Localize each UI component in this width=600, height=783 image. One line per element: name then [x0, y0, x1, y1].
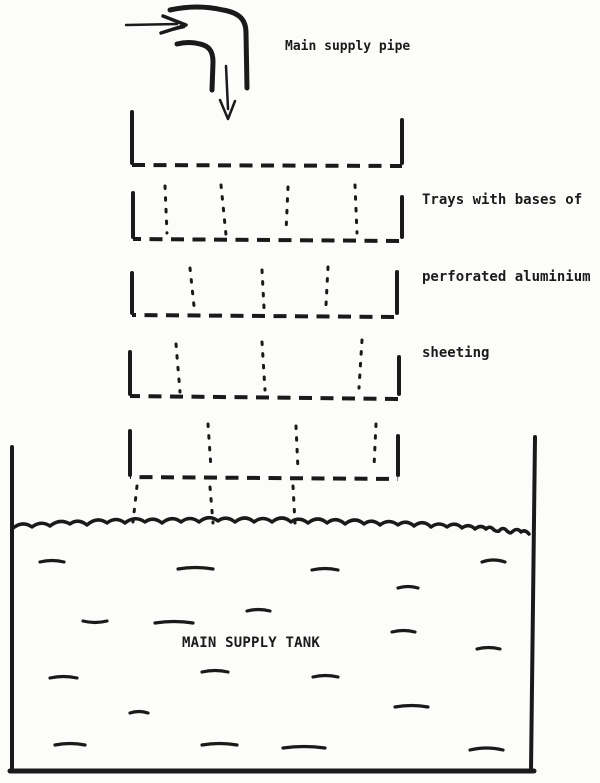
- water-dash-16: [53, 741, 87, 747]
- pipe-inner-line: [174, 40, 216, 93]
- tray-2-perforated-base: [132, 237, 403, 243]
- water-dash-8: [153, 619, 195, 625]
- drip-column-11: [206, 422, 213, 470]
- water-dash-17: [200, 741, 239, 747]
- drip-column-1: [163, 184, 169, 235]
- water-dash-9: [390, 628, 417, 634]
- water-dash-3: [310, 566, 340, 572]
- tray-5-perforated-base: [129, 475, 399, 481]
- water-dash-12: [48, 674, 79, 680]
- drip-column-13: [372, 422, 378, 469]
- downflow-arrow-head: [218, 98, 237, 121]
- inflow-arrow-shaft: [124, 22, 179, 27]
- drip-column-9: [260, 340, 267, 392]
- drip-column-12: [294, 424, 300, 472]
- inflow-arrow-head-inner: [165, 25, 186, 33]
- water-texture-dashes: [38, 558, 507, 752]
- trays-label-line3: sheeting: [422, 345, 490, 361]
- tank-right-wall: [529, 435, 537, 772]
- downflow-arrow-shaft: [224, 64, 230, 111]
- water-dash-13: [200, 668, 230, 674]
- tray-4-perforated-base: [129, 394, 400, 401]
- drip-column-2: [219, 183, 228, 237]
- drip-column-8: [174, 342, 182, 394]
- drip-column-6: [260, 268, 266, 310]
- main-supply-tank-label: MAIN SUPPLY TANK: [182, 635, 321, 651]
- water-dash-19: [468, 746, 505, 752]
- water-dash-18: [281, 744, 327, 750]
- tray-1-perforated-base: [131, 163, 403, 168]
- trays-label-line1: Trays with bases of: [422, 192, 583, 208]
- water-dash-15: [128, 709, 150, 715]
- main-supply-tank: [7, 435, 537, 774]
- water-surface-wavy-line: [10, 516, 531, 536]
- drip-column-7: [324, 265, 330, 307]
- drip-column-10: [357, 338, 364, 390]
- main-supply-pipe-label: Main supply pipe: [285, 39, 411, 54]
- water-dash-7: [81, 619, 109, 625]
- main-supply-pipe: [167, 4, 250, 93]
- trays-label: Trays with bases of perforated aluminium…: [422, 137, 591, 418]
- downflow-arrow: [218, 64, 237, 121]
- water-dash-2: [176, 565, 215, 571]
- drip-column-14: [131, 484, 139, 524]
- inflow-arrow: [124, 14, 188, 35]
- drip-column-4: [353, 183, 359, 235]
- water-dash-11: [311, 673, 340, 679]
- drip-column-3: [284, 185, 290, 234]
- water-dash-4: [480, 558, 507, 564]
- water-dash-5: [396, 584, 420, 590]
- water-dash-1: [38, 558, 66, 564]
- water-dash-14: [393, 703, 430, 709]
- tray-stack: [128, 110, 404, 481]
- tray-3-perforated-base: [131, 313, 398, 319]
- pipe-outer-line: [167, 4, 250, 91]
- trays-label-line2: perforated aluminium: [422, 268, 591, 285]
- water-dash-10: [475, 645, 502, 651]
- drip-column-16: [291, 484, 297, 525]
- water-dash-6: [245, 607, 272, 613]
- water-drips: [131, 183, 378, 525]
- drip-column-5: [188, 266, 196, 308]
